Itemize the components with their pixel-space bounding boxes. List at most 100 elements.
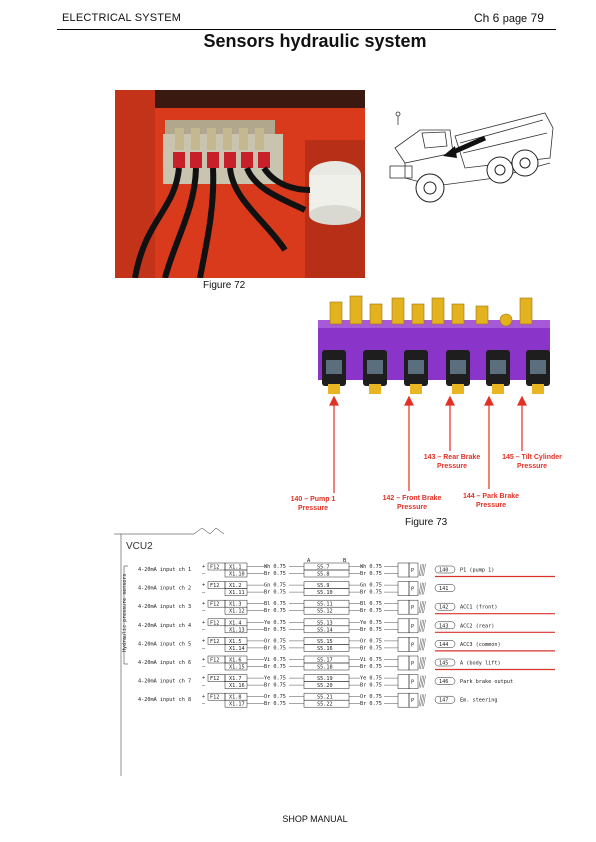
splice-a: S5.9: [317, 583, 330, 589]
hatch-line: [418, 694, 422, 707]
chapter-label: Ch 6: [474, 11, 500, 25]
pin-plus: X1.7: [229, 676, 242, 682]
hatch-line: [423, 694, 426, 707]
manifold-block-illustration: [318, 295, 550, 394]
component-id-badge: [434, 584, 456, 592]
hatch-line: [420, 601, 423, 614]
sensor-plug: [408, 581, 419, 596]
wire-minus-label: Br 0.75: [264, 627, 286, 633]
component-description: ACC1 (front): [460, 605, 497, 611]
wire-plus-label: Gn 0.75: [264, 583, 286, 589]
sensor-plug: [408, 637, 419, 652]
minus-sign: –: [202, 701, 206, 707]
channel-input-label: 4-20mA input ch 6: [138, 660, 191, 666]
pin-minus: X1.15: [229, 665, 245, 671]
hatch-line: [418, 656, 422, 670]
wire-minus-label: Br 0.75: [264, 608, 286, 614]
callout-arrows: [329, 395, 527, 493]
sensor-connector: [397, 674, 410, 689]
splice-b: S5.16: [317, 646, 333, 652]
pin-plus: X1.4: [229, 620, 242, 626]
callout-park-brake: 144 – Park Brake Pressure: [462, 493, 520, 509]
hatch-line: [418, 638, 422, 651]
component-description: Park brake output: [460, 679, 513, 685]
hatch-line: [420, 694, 423, 707]
splice-b: S5.8: [317, 572, 330, 578]
splice-a: S5.7: [317, 565, 330, 571]
pin-minus: X1.13: [229, 627, 245, 633]
plug-label: P: [411, 680, 414, 686]
component-description: ACC3 (common): [460, 642, 501, 648]
out-minus-label: Br 0.75: [360, 701, 382, 707]
fuse-label: F12: [210, 620, 219, 626]
splice-b: S5.20: [317, 683, 333, 689]
channel-input-label: 4-20mA input ch 1: [138, 567, 191, 573]
minus-sign: –: [202, 664, 206, 670]
callout-rear-brake: 143 – Rear Brake Pressure: [423, 454, 481, 470]
hatch-line: [421, 619, 425, 632]
connector-col-a: A: [307, 558, 311, 564]
hatch-line: [420, 619, 423, 632]
footer-label: SHOP MANUAL: [282, 814, 348, 824]
minus-sign: –: [202, 627, 206, 633]
out-minus-label: Br 0.75: [360, 683, 382, 689]
fuse-label: F12: [210, 639, 219, 645]
component-description: A (body lift): [460, 661, 501, 667]
wire-minus-label: Br 0.75: [264, 701, 286, 707]
pin-minus: X1.10: [229, 572, 245, 578]
component-id: 145: [439, 661, 448, 667]
callout-pump-1: 140 – Pump 1 Pressure: [290, 496, 336, 512]
out-minus-label: Br 0.75: [360, 664, 382, 670]
minus-sign: –: [202, 590, 206, 596]
splice-b: S5.14: [317, 627, 333, 633]
figure-72-photo: [115, 90, 365, 278]
pin-plus: X1.1: [229, 565, 242, 571]
hatch-line: [423, 619, 426, 632]
component-id-badge: [434, 658, 456, 667]
fuse-label: F12: [210, 676, 219, 682]
splice-b: S5.22: [317, 702, 333, 708]
channel-input-label: 4-20mA input ch 4: [138, 623, 191, 629]
sensor-plug: [408, 655, 419, 671]
minus-sign: –: [202, 608, 206, 614]
out-plus-label: Bl 0.75: [360, 601, 382, 607]
fuse-label: F12: [210, 565, 219, 571]
wire-plus-label: Ye 0.75: [264, 620, 286, 626]
pin-plus: X1.5: [229, 639, 242, 645]
fuse-label: F12: [210, 583, 219, 589]
component-id-badge: [434, 677, 456, 685]
pin-minus: X1.14: [229, 646, 245, 652]
plug-label: P: [411, 624, 414, 630]
plug-label: P: [411, 642, 414, 648]
wire-minus-label: Br 0.75: [264, 590, 286, 596]
hatch-line: [423, 582, 426, 595]
wire-minus-label: Br 0.75: [264, 683, 286, 689]
out-plus-label: Ye 0.75: [360, 620, 382, 626]
sensor-plug: [408, 618, 419, 634]
hatch-line: [423, 656, 426, 670]
fuse-label: F12: [210, 602, 219, 608]
splice-a: S5.15: [317, 639, 333, 645]
splice-b: S5.10: [317, 590, 333, 596]
sensor-plug: [408, 562, 419, 578]
pin-minus: X1.11: [229, 590, 245, 596]
plug-label: P: [411, 568, 414, 574]
plus-sign: +: [202, 638, 205, 644]
hatch-line: [423, 638, 426, 651]
plus-sign: +: [202, 583, 205, 589]
sensor-plug: [408, 692, 419, 708]
wire-minus-label: Br 0.75: [264, 571, 286, 577]
out-plus-label: Ye 0.75: [360, 676, 382, 682]
channel-input-label: 4-20mA input ch 7: [138, 679, 191, 685]
channel-input-label: 4-20mA input ch 2: [138, 586, 191, 592]
out-plus-label: Gn 0.75: [360, 583, 382, 589]
splice-a: S5.19: [317, 676, 333, 682]
figure-72-caption: Figure 72: [203, 280, 246, 291]
unit-label: VCU2: [126, 541, 153, 552]
plus-sign: +: [202, 601, 205, 607]
page-reference: Ch 6 page 79: [474, 11, 544, 25]
splice-a: S5.21: [317, 695, 333, 701]
plus-sign: +: [202, 676, 205, 682]
figure-73-caption: Figure 73: [405, 517, 448, 528]
plus-sign: +: [202, 657, 205, 663]
